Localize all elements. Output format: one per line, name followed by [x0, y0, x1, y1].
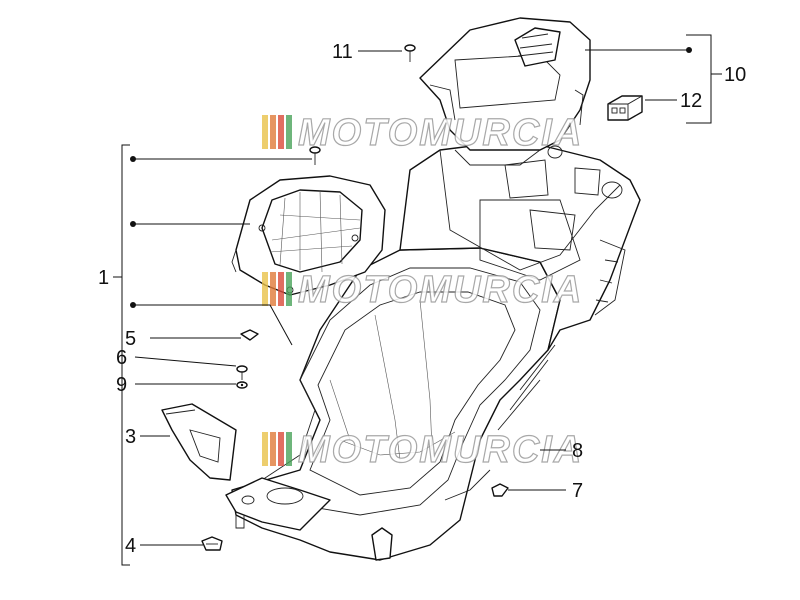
watermark-text-1: MOTOMURCIA: [298, 112, 583, 154]
callout-6: 6: [116, 347, 127, 369]
part-10-rear-tray: [419, 17, 591, 166]
part-9-washer: [236, 381, 248, 389]
part-5-clip: [240, 329, 259, 341]
watermark-text-3: MOTOMURCIA: [298, 429, 583, 471]
callout-5: 5: [125, 328, 136, 350]
part-1-helmet-liner-cover: [231, 175, 386, 296]
part-3-inner-panel: [161, 403, 237, 481]
callout-3: 3: [125, 426, 136, 448]
callout-leaders: [113, 34, 722, 566]
callout-12: 12: [680, 90, 702, 112]
part-7-clip: [491, 483, 509, 497]
part-11-screw: [404, 44, 416, 62]
part-1-screw: [309, 146, 321, 165]
callout-8: 8: [572, 440, 583, 462]
watermark-text-2: MOTOMURCIA: [298, 269, 583, 311]
callout-9: 9: [116, 374, 127, 396]
callout-7: 7: [572, 480, 583, 502]
watermark-logo: MOTOMURCIA MOTOMURCIA MOTOMURCIA: [262, 111, 583, 472]
helmet-compartment-tub: [225, 139, 641, 561]
callout-11: 11: [332, 41, 353, 63]
callout-labels: 1 3 4 5 6 7 8 9 10 11 12: [98, 41, 746, 557]
callout-1: 1: [98, 267, 109, 289]
part-12-clip-block: [607, 95, 643, 121]
part-6-screw: [236, 365, 248, 380]
callout-10: 10: [724, 64, 746, 86]
part-4-clip: [201, 536, 223, 551]
callout-4: 4: [125, 535, 136, 557]
